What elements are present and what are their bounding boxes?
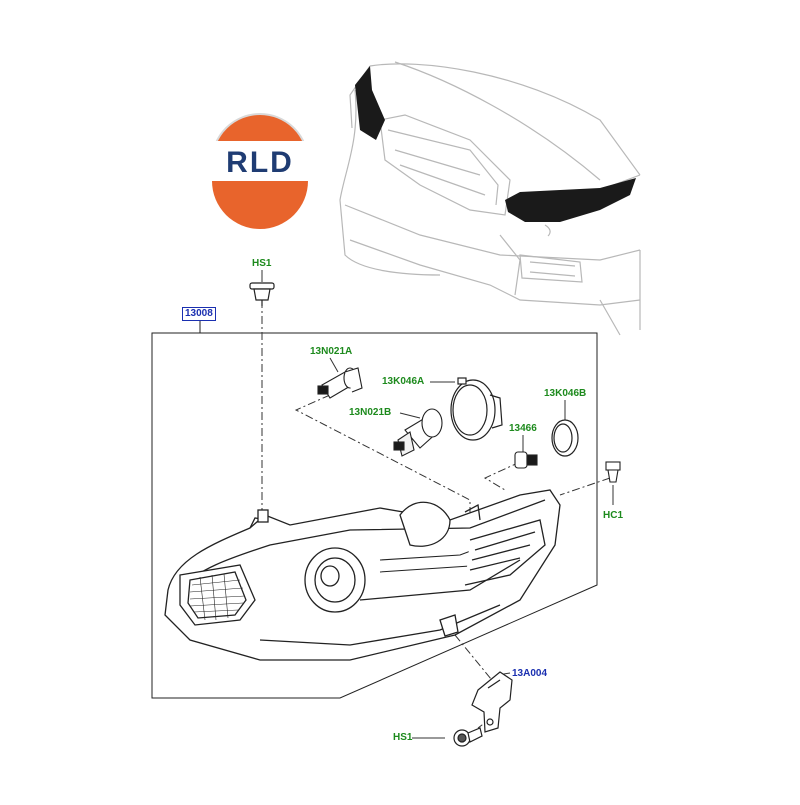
clip-hc1 [605, 461, 621, 483]
logo-text: RLD [226, 146, 294, 179]
label-leaders [261, 270, 614, 739]
label-assembly-13008[interactable]: 13008 [182, 307, 216, 321]
label-hs1-bottom[interactable]: HS1 [393, 732, 413, 743]
label-13k046b[interactable]: 13K046B [544, 388, 587, 399]
headlamp-assembly [164, 489, 561, 661]
assembly-outline [151, 320, 598, 699]
rld-logo [210, 113, 310, 229]
bracket-13a004 [471, 671, 513, 733]
screw-hs1-top [249, 282, 275, 306]
label-13466[interactable]: 13466 [509, 423, 537, 434]
screw-hs1-bottom [453, 727, 483, 747]
vehicle-front-illustration [339, 61, 641, 336]
label-13k046a[interactable]: 13K046A [382, 376, 425, 387]
label-13n021b[interactable]: 13N021B [349, 407, 392, 418]
bulb-13466 [514, 451, 538, 469]
dust-cap-13k046b [551, 419, 579, 457]
dust-cap-13k046a [450, 377, 503, 441]
bulb-13n021b [393, 408, 443, 457]
vehicle-headlight-illustration [355, 66, 636, 222]
label-13a004[interactable]: 13A004 [512, 668, 548, 679]
bulb-13n021a [317, 367, 363, 399]
label-hc1[interactable]: HC1 [603, 510, 624, 521]
label-hs1-top[interactable]: HS1 [252, 258, 272, 269]
label-13n021a[interactable]: 13N021A [310, 346, 353, 357]
